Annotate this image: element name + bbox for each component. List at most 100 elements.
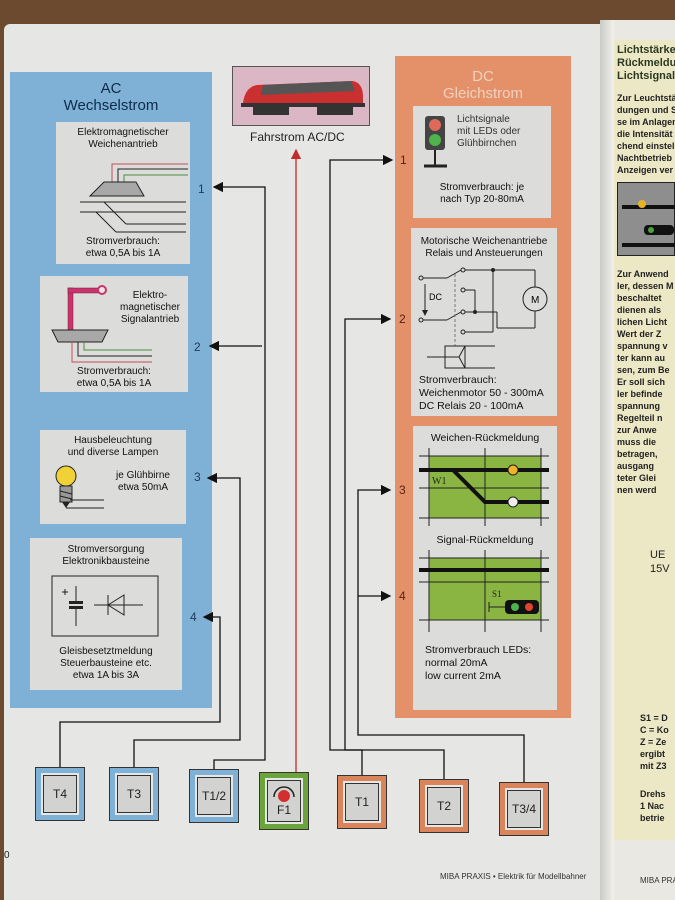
terminal-t1-2[interactable]: T1/2	[189, 769, 239, 823]
right-page-line: Zur Anwend	[617, 269, 669, 279]
ac-card-electronics: Stromversorgung Elektronikbausteine Glei…	[30, 538, 182, 690]
terminal-t3-4[interactable]: T3/4	[499, 782, 549, 836]
wire-t4-to-ac4	[59, 611, 221, 768]
right-page-line: Er soll sich	[617, 377, 666, 387]
wire-t12-to-ac1	[212, 181, 266, 770]
signal-label: S1	[492, 589, 502, 599]
card-consumption: Stromverbrauch: etwa 0,5A bis 1A	[56, 236, 190, 260]
terminal-label: T3	[126, 787, 141, 801]
terminal-label: T1	[354, 795, 369, 809]
dc-title-line1: DC	[472, 68, 494, 85]
ac-number-3: 3	[194, 470, 201, 484]
consumption-line: etwa 1A bis 3A	[72, 670, 140, 681]
ac-card-signal: Elektro- magnetischer Signalantrieb Stro…	[40, 276, 188, 392]
right-page-line: betrie	[640, 813, 665, 823]
right-page-line: mit Z3	[640, 761, 667, 771]
right-page-line: lichen Licht	[617, 317, 668, 327]
traffic-light-icon	[424, 116, 447, 168]
dc-card-light-signals: Lichtsignale mit LEDs oder Glühbirnchen …	[413, 106, 551, 218]
dc-panel-title: DC Gleichstrom	[395, 68, 571, 102]
right-page-line: teter Glei	[617, 473, 657, 483]
title-line: mit LEDs oder	[457, 126, 521, 137]
title-line: Hausbeleuchtung	[74, 435, 152, 446]
title-line: Glühbirnchen	[457, 138, 517, 149]
signal-wires-icon	[71, 342, 152, 363]
right-page-line: Nachtbetrieb	[617, 153, 673, 163]
right-page-line: betragen,	[617, 449, 658, 459]
right-footer: MIBA PRA	[640, 876, 675, 885]
consumption-line: etwa 0,5A bis 1A	[76, 378, 152, 389]
consumption-line: Stromverbrauch:	[86, 236, 160, 247]
right-page-line: dienen als	[617, 305, 662, 315]
signal-feedback-icon: S1	[419, 550, 549, 632]
ac-number-1: 1	[198, 182, 205, 196]
consumption-line: je Glühbirne	[116, 470, 170, 481]
right-page-line: Z = Ze	[640, 737, 667, 747]
card-consumption: Stromverbrauch: etwa 0,5A bis 1A	[40, 366, 188, 390]
consumption-line: Stromverbrauch:	[77, 366, 151, 377]
dc-panel: DC Gleichstrom Lichtsignale mit LEDs ode…	[395, 56, 571, 718]
dc-number-1: 1	[400, 153, 407, 167]
turnout-label: W1	[432, 476, 446, 487]
consumption-line: low current 2mA	[425, 670, 501, 682]
title-line: Signalantrieb	[120, 314, 180, 325]
terminal-t4[interactable]: T4	[35, 767, 85, 821]
wire-t3-to-ac3	[133, 472, 241, 768]
consumption-line: DC Relais 20 - 100mA	[419, 400, 524, 412]
ac-card-lamps: Hausbeleuchtung und diverse Lampen je Gl…	[40, 430, 186, 524]
right-page-line: 15V	[650, 563, 670, 575]
terminal-label: F1	[276, 803, 291, 817]
dc-number-2: 2	[399, 312, 406, 326]
right-page-line: spannung	[617, 401, 660, 411]
consumption-line: normal 20mA	[425, 657, 488, 669]
title-line: Relais und Ansteuerungen	[425, 248, 543, 259]
card-title: Stromversorgung Elektronikbausteine	[30, 544, 182, 568]
right-title-line: Lichtstärke	[617, 44, 675, 56]
terminal-t1[interactable]: T1	[337, 775, 387, 829]
right-page-line: ler befinde	[617, 389, 663, 399]
title-line: Weichenantrieb	[88, 139, 158, 150]
right-page-line: ler, dessen M	[617, 281, 674, 291]
right-page-line: 1 Nac	[640, 801, 665, 811]
ac-title-line2: Wechselstrom	[63, 97, 159, 114]
turnout-feedback-icon: W1	[419, 448, 549, 526]
right-page-line: se im Anlagen	[617, 117, 675, 127]
right-page-line: dungen und Si	[617, 105, 675, 115]
card-title: Elektro- magnetischer Signalantrieb	[114, 290, 186, 326]
motor-label: M	[531, 295, 539, 306]
turnout-drive-icon	[80, 163, 188, 233]
terminal-t2[interactable]: T2	[419, 779, 469, 833]
dial-knob-icon	[273, 786, 295, 802]
ac-panel: AC Wechselstrom Elektromagnetischer Weic…	[10, 72, 212, 708]
right-page-line: spannung v	[617, 341, 668, 351]
terminal-f1[interactable]: F1	[259, 772, 309, 830]
consumption-line: Stromverbrauch LEDs:	[425, 644, 532, 656]
consumption-line: nach Typ 20-80mA	[440, 194, 524, 205]
right-page-line: ter kann au	[617, 353, 666, 363]
signal-feedback-title: Signal-Rückmeldung	[436, 534, 534, 546]
card-consumption: Stromverbrauch LEDs: normal 20mA low cur…	[425, 644, 555, 683]
terminal-t3[interactable]: T3	[109, 767, 159, 821]
card-consumption: Stromverbrauch: Weichenmotor 50 - 300mA …	[419, 374, 555, 413]
wire-t2-to-dc2	[344, 313, 445, 780]
ac-number-2: 2	[194, 340, 201, 354]
publication-footer: MIBA PRAXIS • Elektrik für Modellbahner	[440, 872, 587, 881]
wire-t34-to-dc3	[357, 484, 525, 783]
dc-card-motor-relay: Motorische Weichenantriebe Relais und An…	[411, 228, 557, 416]
right-page-line: S1 = D	[640, 713, 668, 723]
title-line: Elektronikbausteine	[62, 556, 150, 567]
right-page-line: nen werd	[617, 485, 657, 495]
right-page-line: chend einstell	[617, 141, 675, 151]
right-page-line: ausgang	[617, 461, 655, 471]
right-page-line: Regelteil n	[617, 413, 663, 423]
card-title: Motorische Weichenantriebe Relais und An…	[411, 236, 557, 260]
card-consumption: je Glühbirne etwa 50mA	[102, 470, 184, 494]
consumption-line: Weichenmotor 50 - 300mA	[419, 387, 544, 399]
ac-panel-title: AC Wechselstrom	[10, 80, 212, 114]
title-line: Elektro-	[132, 290, 168, 301]
right-page-line: die Intensität	[617, 129, 673, 139]
terminal-label: T4	[52, 787, 67, 801]
